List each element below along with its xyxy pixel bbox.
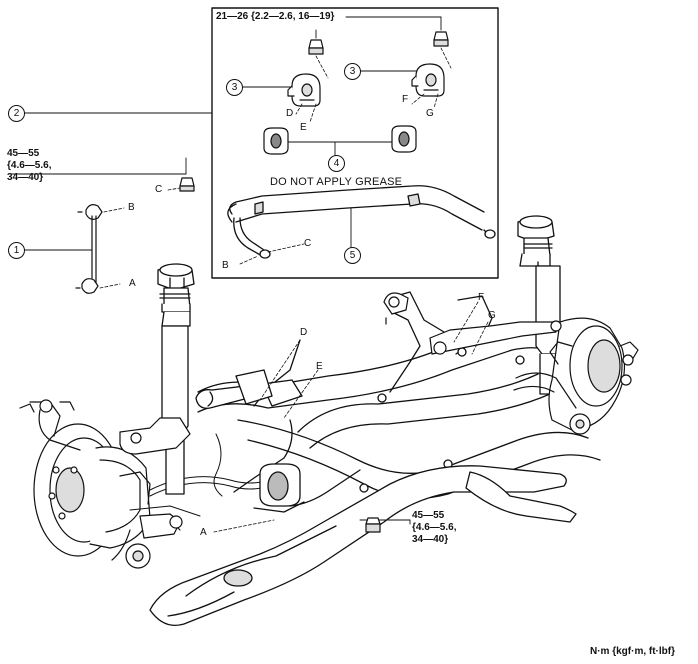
- body-torque-line1: 45—55: [412, 510, 445, 521]
- inset-letter-B: B: [222, 260, 229, 271]
- hub-left: [19, 399, 181, 569]
- link-letter-A: A: [129, 278, 136, 289]
- callout-4: 4: [328, 155, 345, 172]
- inset-nut-left: [308, 39, 324, 55]
- inset-bushing-left: [263, 127, 289, 155]
- main-letter-F: F: [478, 292, 485, 303]
- main-letter-E: E: [316, 361, 323, 372]
- control-arm-left: [119, 417, 191, 539]
- link-letter-C: C: [155, 184, 163, 195]
- lower-arm: [149, 465, 577, 627]
- link-torque-line2: {4.6—5.6,: [7, 160, 52, 171]
- link-nut: [179, 177, 195, 192]
- callout-2: 2: [8, 105, 25, 122]
- link-letter-B: B: [128, 202, 135, 213]
- main-letter-A: A: [200, 527, 207, 538]
- hub-right: [513, 317, 639, 435]
- inset-frame: [211, 7, 499, 279]
- inset-letter-D: D: [286, 108, 294, 119]
- inset-letter-F: F: [402, 94, 409, 105]
- shock-left: [157, 263, 195, 495]
- grease-note: DO NOT APPLY GREASE: [270, 176, 403, 188]
- main-letter-G: G: [488, 310, 496, 321]
- inset-letter-C: C: [304, 238, 312, 249]
- inset-letter-G: G: [426, 108, 434, 119]
- callout-1: 1: [8, 242, 25, 259]
- link-torque-line3: 34—40}: [7, 172, 44, 183]
- top-mounts: [383, 292, 409, 325]
- trailing-link: [195, 369, 303, 409]
- callout-3-right: 3: [344, 63, 361, 80]
- inset-stabilizer-bar: [227, 185, 496, 259]
- body-nut: [365, 517, 381, 533]
- inset-bushing-right: [391, 125, 417, 153]
- inset-letter-E: E: [300, 122, 307, 133]
- bushing-mount: [253, 463, 305, 513]
- callout-3-left: 3: [226, 79, 243, 96]
- inset-torque-spec: 21—26 {2.2—2.6, 16—19}: [216, 11, 335, 22]
- inset-nut-right: [433, 31, 449, 47]
- body-torque-line2: {4.6—5.6,: [412, 522, 457, 533]
- inset-bracket-right: [411, 63, 445, 97]
- stabilizer-link: [75, 204, 103, 294]
- units-label: N·m {kgf·m, ft·lbf}: [590, 646, 675, 657]
- callout-5: 5: [344, 247, 361, 264]
- link-torque-line1: 45—55: [7, 148, 40, 159]
- main-letter-D: D: [300, 327, 308, 338]
- body-torque-line3: 34—40}: [412, 534, 449, 545]
- main-leaders: [213, 301, 489, 533]
- inset-bracket-left: [287, 73, 321, 107]
